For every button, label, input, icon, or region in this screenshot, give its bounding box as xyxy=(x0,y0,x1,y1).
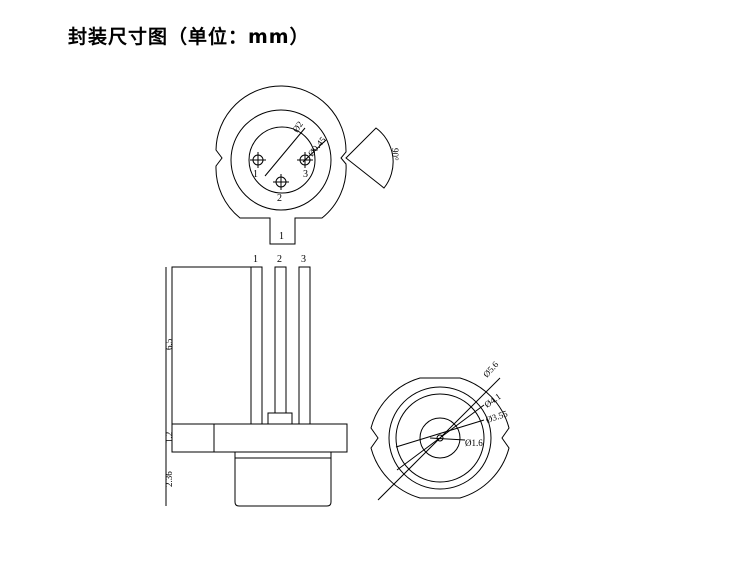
side-lower-body xyxy=(234,452,332,507)
bottom-dim-line-16 xyxy=(429,437,466,441)
bottom-view xyxy=(370,377,510,501)
bottom-ring-355 xyxy=(395,393,485,483)
top-pin-3 xyxy=(297,152,313,168)
side-dim-1.2: 1.2 xyxy=(164,432,174,443)
side-lead-3 xyxy=(298,266,311,425)
pin-dim-line xyxy=(302,139,327,163)
top-pin-1 xyxy=(250,152,266,168)
side-lead-2 xyxy=(274,266,287,414)
lead-base xyxy=(267,412,293,425)
bottom-dim-5.6: Ø5.6 xyxy=(481,359,501,379)
bottom-ring-16 xyxy=(419,417,461,459)
bottom-dim-line-41 xyxy=(396,404,485,471)
bottom-dim-line-355 xyxy=(395,419,485,448)
top-pin-label-1: 1 xyxy=(253,169,258,180)
side-dim-2.36: 2.36 xyxy=(164,471,174,487)
bottom-dim-1.6: Ø1.6 xyxy=(465,438,483,448)
side-view xyxy=(165,266,348,507)
angle-wedge xyxy=(345,127,394,189)
side-flange xyxy=(171,423,348,453)
top-view xyxy=(215,85,394,245)
top-pin-label-2: 2 xyxy=(277,193,282,204)
dim-label-diameter: Ø2 xyxy=(290,119,305,134)
top-center-hole xyxy=(248,126,316,194)
bottom-outer-outline xyxy=(370,377,510,499)
page-title: 封装尺寸图（单位：mm） xyxy=(68,26,310,48)
side-dim-6.5: 6.5 xyxy=(164,338,174,350)
top-pin-label-3: 3 xyxy=(303,169,308,180)
bottom-ring-41 xyxy=(388,386,492,490)
tab-label: 1 xyxy=(279,231,284,242)
side-upper-body xyxy=(171,266,252,425)
side-pin-label-2: 2 xyxy=(277,254,282,265)
side-pin-label-1: 1 xyxy=(253,254,258,265)
dim-label-pin: Ø0.45 xyxy=(306,134,328,158)
dim-label-angle: 90° xyxy=(390,148,400,161)
side-lead-1 xyxy=(250,266,263,425)
diameter-line xyxy=(264,127,306,177)
top-pin-2 xyxy=(273,174,289,190)
top-outer-outline xyxy=(215,85,347,245)
top-inner-ring xyxy=(230,109,332,211)
bottom-dim-3.55: Ø3.55 xyxy=(485,408,510,425)
side-pin-label-3: 3 xyxy=(301,254,306,265)
